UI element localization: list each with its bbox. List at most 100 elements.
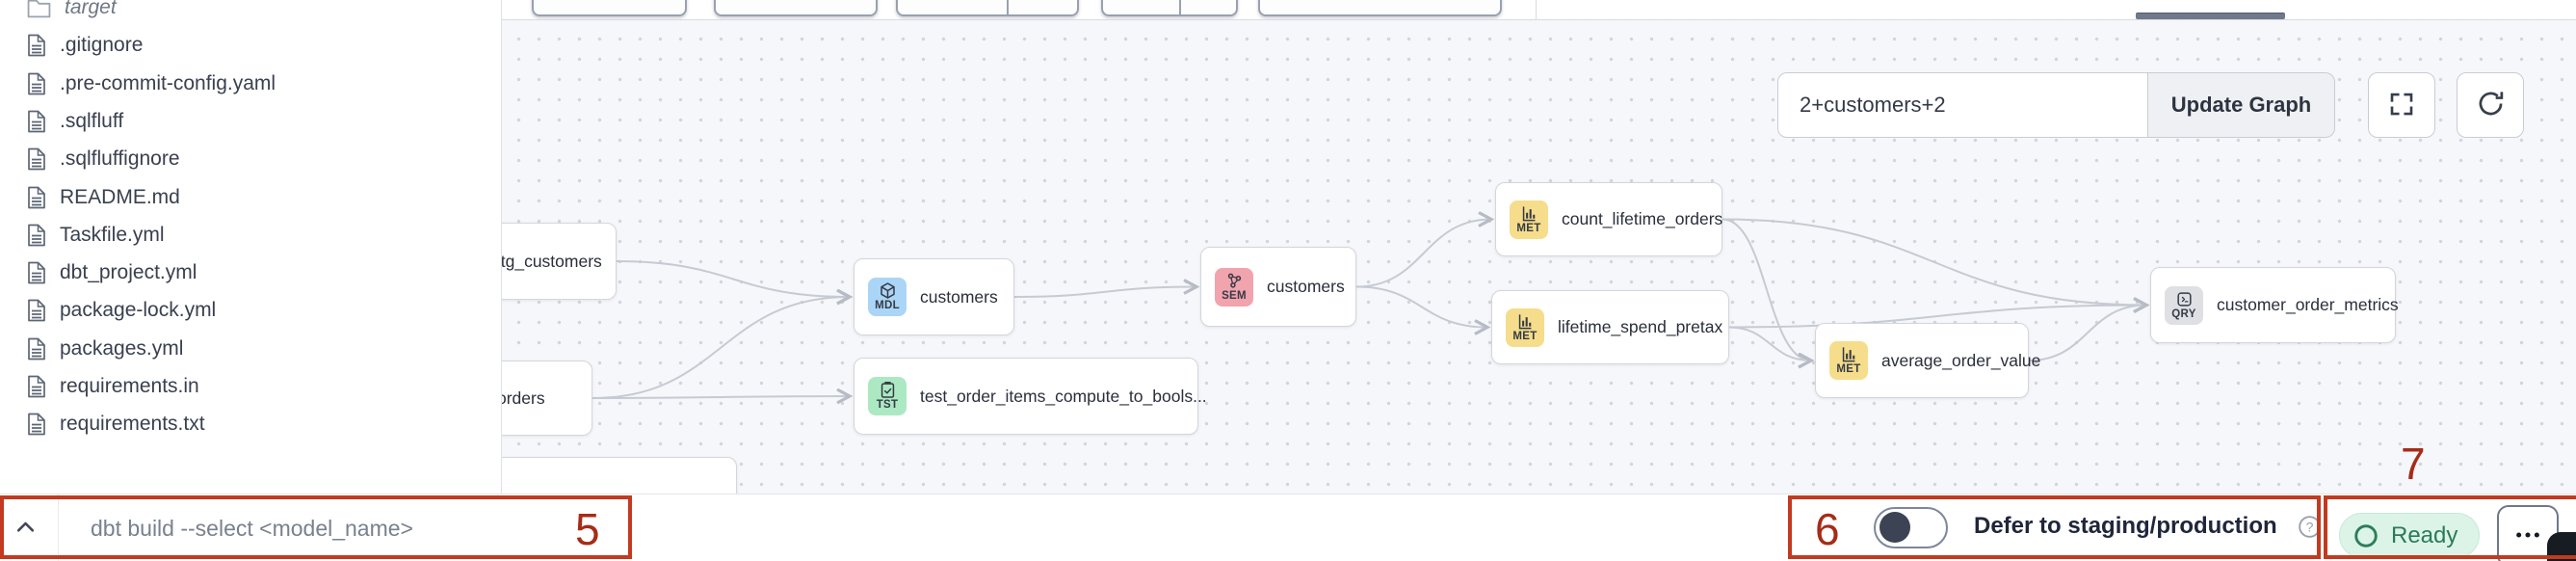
bar-chart-icon: MET bbox=[1506, 307, 1544, 347]
toolbar-button-stub[interactable] bbox=[714, 0, 878, 16]
lineage-node-orders[interactable]: orders bbox=[502, 361, 592, 436]
toolbar-button-stub[interactable] bbox=[1101, 0, 1238, 16]
command-bar-divider bbox=[58, 494, 59, 561]
refresh-icon bbox=[2476, 89, 2506, 121]
sidebar-item-target[interactable]: target bbox=[27, 0, 117, 27]
sidebar-item-Taskfile.yml[interactable]: Taskfile.yml bbox=[27, 216, 165, 254]
sidebar-item-package-lock.yml[interactable]: package-lock.yml bbox=[27, 291, 216, 330]
sidebar-item-.gitignore[interactable]: .gitignore bbox=[27, 26, 143, 65]
refresh-button[interactable] bbox=[2457, 72, 2524, 138]
file-icon bbox=[27, 261, 46, 284]
file-icon bbox=[27, 224, 46, 247]
lineage-node-lifetime_spend_pretax[interactable]: MET lifetime_spend_pretax bbox=[1491, 290, 1729, 364]
node-label: customer_order_metrics bbox=[2217, 295, 2399, 314]
lineage-node-stg_customers[interactable]: stg_customers bbox=[502, 223, 617, 300]
bar-chart-icon: MET bbox=[1829, 341, 1868, 380]
sidebar-item-.pre-commit-config.yaml[interactable]: .pre-commit-config.yaml bbox=[27, 65, 276, 103]
file-icon bbox=[27, 147, 46, 171]
command-input[interactable] bbox=[89, 508, 590, 548]
file-name: .pre-commit-config.yaml bbox=[60, 71, 276, 94]
file-name: .sqlfluff bbox=[60, 109, 124, 132]
fullscreen-icon bbox=[2387, 90, 2416, 121]
node-label: orders bbox=[502, 387, 545, 408]
status-badge: Ready bbox=[2339, 513, 2481, 558]
bar-chart-icon: MET bbox=[1510, 200, 1548, 239]
horizontal-scrollbar-thumb[interactable] bbox=[2136, 13, 2285, 19]
test-clipboard-icon: TST bbox=[868, 377, 907, 415]
node-type-code: MDL bbox=[875, 300, 900, 312]
defer-label: Defer to staging/production bbox=[1974, 513, 2277, 539]
file-name: requirements.txt bbox=[60, 413, 205, 436]
file-explorer: target .gitignore .pre-commit-config.yaml.… bbox=[0, 0, 502, 494]
update-graph-button[interactable]: Update Graph bbox=[2148, 72, 2335, 138]
sidebar-item-packages.yml[interactable]: packages.yml bbox=[27, 330, 183, 368]
lineage-edge-customers_model-to-customers_semantic bbox=[1013, 287, 1196, 298]
file-icon bbox=[27, 72, 46, 95]
chevron-up-icon[interactable] bbox=[13, 515, 39, 541]
lineage-edge-customers_semantic-to-count_lifetime_orders bbox=[1355, 220, 1491, 288]
file-name: requirements.in bbox=[60, 375, 199, 397]
lineage-edges bbox=[591, 20, 2576, 494]
lineage-canvas[interactable]: stg_customersorders MDL customersTSTtest_o… bbox=[502, 20, 2576, 494]
help-icon[interactable]: ? bbox=[2297, 514, 2323, 540]
toggle-knob bbox=[1879, 512, 1910, 543]
file-icon bbox=[27, 299, 46, 322]
sidebar-item-.sqlfluffignore[interactable]: .sqlfluffignore bbox=[27, 140, 180, 178]
lineage-edge-orders-to-test_order_items bbox=[591, 396, 850, 398]
file-name: target bbox=[65, 0, 117, 18]
cube-icon: MDL bbox=[868, 278, 907, 316]
lineage-node-customers_model[interactable]: MDL customers bbox=[854, 258, 1014, 335]
status-ring-icon bbox=[2353, 522, 2379, 549]
node-type-code: MET bbox=[1516, 222, 1541, 234]
file-icon bbox=[27, 34, 46, 57]
node-label: customers bbox=[920, 286, 998, 307]
sidebar-item-.sqlfluff[interactable]: .sqlfluff bbox=[27, 102, 123, 141]
status-label: Ready bbox=[2391, 521, 2458, 548]
node-type-code: SEM bbox=[1222, 289, 1247, 302]
defer-toggle[interactable] bbox=[1874, 507, 1948, 548]
command-bar: Defer to staging/production ? Ready bbox=[0, 494, 2576, 561]
file-icon bbox=[27, 110, 46, 133]
node-type-code: MET bbox=[1836, 363, 1861, 376]
node-label: stg_customers bbox=[502, 251, 602, 271]
svg-text:?: ? bbox=[2306, 519, 2314, 534]
lineage-edge-lifetime_spend_pretax-to-customer_order_metrics bbox=[1728, 306, 2146, 329]
file-icon bbox=[27, 375, 46, 398]
sidebar-item-dbt_project.yml[interactable]: dbt_project.yml bbox=[27, 254, 197, 292]
node-type-code: MET bbox=[1512, 330, 1538, 342]
cut-off-dark-element bbox=[2547, 532, 2576, 561]
semantic-graph-icon: SEM bbox=[1215, 267, 1253, 307]
file-name: Taskfile.yml bbox=[60, 223, 165, 246]
selector-input[interactable] bbox=[1777, 72, 2148, 138]
pane-divider bbox=[1536, 0, 1537, 19]
lineage-node-average_order_value[interactable]: MET average_order_value bbox=[1815, 323, 2040, 398]
sidebar-item-README.md[interactable]: README.md bbox=[27, 178, 180, 217]
toolbar-button-stub[interactable] bbox=[532, 0, 687, 16]
fullscreen-button[interactable] bbox=[2368, 72, 2435, 138]
file-name: package-lock.yml bbox=[60, 299, 217, 322]
button-split-divider bbox=[1179, 0, 1181, 14]
sidebar-item-requirements.txt[interactable]: requirements.txt bbox=[27, 405, 205, 443]
graph-selector-group: Update Graph bbox=[1777, 72, 2335, 138]
node-label: lifetime_spend_pretax bbox=[1558, 317, 1723, 336]
lineage-node-count_lifetime_orders[interactable]: MET count_lifetime_orders bbox=[1495, 182, 1722, 256]
toolbar-button-stub[interactable] bbox=[1258, 0, 1502, 16]
node-label: average_order_value bbox=[1881, 350, 2041, 370]
lineage-edge-lifetime_spend_pretax-to-average_order_value bbox=[1728, 326, 1811, 361]
file-name: dbt_project.yml bbox=[60, 261, 197, 284]
node-label: count_lifetime_orders bbox=[1562, 209, 1723, 228]
lineage-edge-stg_customers-to-customers_model bbox=[616, 260, 850, 297]
lineage-node-unnamed_partial[interactable] bbox=[502, 457, 737, 494]
editor-toolbar-cutoff bbox=[502, 0, 2576, 20]
file-icon bbox=[27, 337, 46, 361]
sidebar-item-requirements.in[interactable]: requirements.in bbox=[27, 367, 199, 406]
folder-icon bbox=[27, 0, 51, 18]
node-type-code: TST bbox=[876, 399, 899, 412]
toolbar-button-stub[interactable] bbox=[896, 0, 1079, 16]
button-split-divider bbox=[1007, 0, 1009, 14]
lineage-edge-customers_semantic-to-lifetime_spend_pretax bbox=[1355, 285, 1487, 328]
